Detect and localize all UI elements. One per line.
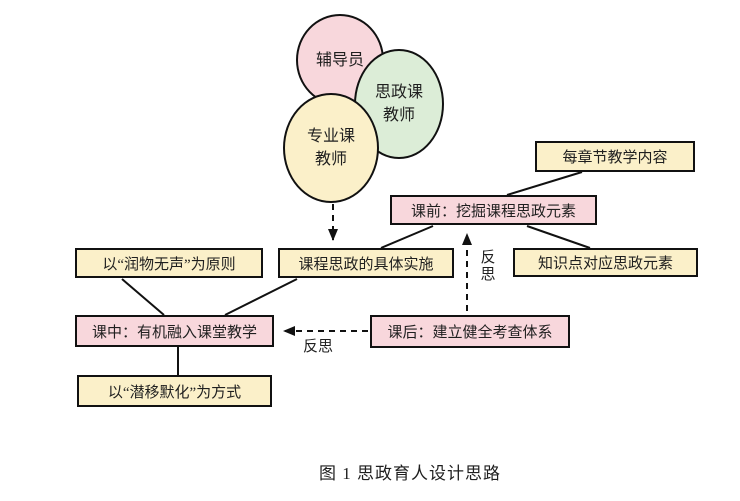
box-method-label: 以“潜移默化”为方式 [107, 384, 242, 401]
line-principle-to-inclass [121, 278, 165, 316]
figure-caption: 图 1 思政育人设计思路 [319, 464, 501, 483]
node-counselor-label: 辅导员 [315, 51, 364, 69]
box-method: 以“潜移默化”为方式 [77, 375, 272, 407]
box-pre-class-label: 课前：挖掘课程思政元素 [410, 203, 576, 220]
line-implementation-to-inclass [224, 278, 298, 316]
line-chapter-to-preclass [506, 171, 583, 196]
line-preclass-to-implementation [380, 225, 434, 249]
node-major-course-teacher-label: 专业课教师 [306, 128, 355, 168]
box-implementation-label: 课程思政的具体实施 [298, 256, 434, 273]
box-pre-class: 课前：挖掘课程思政元素 [390, 195, 597, 225]
node-major-course-teacher: 专业课教师 [283, 93, 379, 203]
box-chapter-content: 每章节教学内容 [535, 141, 695, 172]
box-knowledge-points: 知识点对应思政元素 [513, 248, 698, 277]
box-in-class: 课中：有机融入课堂教学 [75, 315, 274, 347]
label-reflect-horizontal: 反思 [303, 339, 334, 355]
box-in-class-label: 课中：有机融入课堂教学 [91, 324, 257, 341]
box-principle-label: 以“润物无声”为原则 [102, 256, 236, 273]
box-chapter-content-label: 每章节教学内容 [562, 150, 668, 166]
box-post-class: 课后：建立健全考查体系 [370, 315, 570, 348]
box-knowledge-points-label: 知识点对应思政元素 [537, 256, 673, 272]
line-preclass-to-knowledge [526, 225, 591, 249]
box-principle: 以“润物无声”为原则 [75, 248, 263, 278]
box-implementation: 课程思政的具体实施 [278, 248, 454, 278]
label-reflect-vertical: 反思 [480, 250, 496, 283]
box-post-class-label: 课后：建立健全考查体系 [387, 325, 553, 341]
node-ideology-teacher-label: 思政课教师 [374, 84, 423, 124]
